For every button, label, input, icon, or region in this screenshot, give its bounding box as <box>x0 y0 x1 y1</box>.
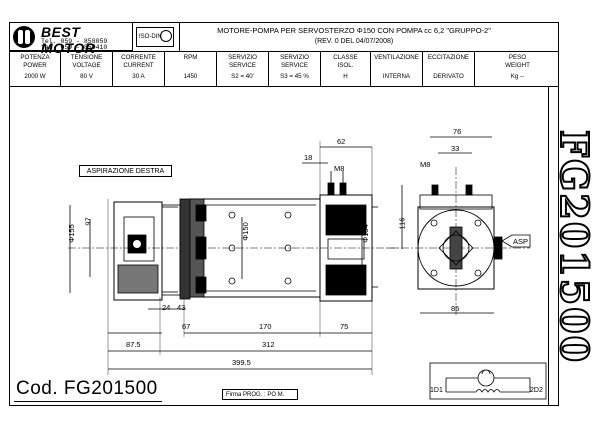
spec-column: CLASSE ISOL. H <box>320 51 370 86</box>
spec-column: POTENZA POWER 2000 W <box>10 51 60 86</box>
spec-column: SERVIZIO SERVICE S3 = 45 % <box>268 51 320 86</box>
spec-header: SERVIZIO SERVICE <box>280 54 309 69</box>
dim-24: 24 <box>162 303 171 312</box>
spec-value: S3 = 45 % <box>280 73 309 80</box>
spec-value: DERIVATO <box>433 73 464 80</box>
brand-name: BEST MOTOR <box>41 24 96 56</box>
contact-info: Tel. 059 - 858059 fax. 059 - 850410 <box>41 38 108 51</box>
dim-d150: Φ150 <box>240 222 250 241</box>
spec-value: S2 = 40' <box>231 73 254 80</box>
dim-170: 170 <box>259 322 272 331</box>
spec-column: SERVIZIO SERVICE S2 = 40' <box>216 51 268 86</box>
spec-value: H <box>343 73 348 80</box>
spec-header: VENTILAZIONE <box>374 54 419 61</box>
tel-line: Tel. 059 - 858059 <box>41 38 108 45</box>
spec-header: SERVIZIO SERVICE <box>228 54 257 69</box>
dim-75: 75 <box>340 322 349 331</box>
spec-value: 30 A <box>132 73 145 80</box>
dim-d154: Φ154 <box>360 224 370 243</box>
title-line-2: (REV. 0 DEL 04/07/2008) <box>314 38 394 45</box>
drawing-title: MOTORE-POMPA PER SERVOSTERZO Φ150 CON PO… <box>184 25 524 47</box>
spec-value: Kg -- <box>510 73 525 80</box>
spec-column: CORRENTE CURRENT 30 A <box>112 51 164 86</box>
spec-header: TENSIONE VOLTAGE <box>70 54 103 69</box>
spec-column: ECCITAZIONE DERIVATO <box>422 51 474 86</box>
spec-header: PESO WEIGHT <box>505 54 530 69</box>
spec-value: 1450 <box>183 73 198 80</box>
terminal-2d2: 2D2 <box>530 387 543 394</box>
spec-column: TENSIONE VOLTAGE 80 V <box>60 51 112 86</box>
best-motor-logo-icon <box>13 26 35 48</box>
dim-97: 97 <box>83 217 93 226</box>
spec-value: 80 V <box>80 73 93 80</box>
dim-62: 62 <box>337 137 346 146</box>
dim-d155: Φ155 <box>66 224 76 243</box>
spec-column: RPM 1450 <box>164 51 216 86</box>
spec-value: 2000 W <box>24 73 46 80</box>
dim-33: 33 <box>451 144 460 153</box>
dim-m8-side: M8 <box>334 164 345 173</box>
dim-m8-front: M8 <box>420 160 431 169</box>
vertical-code: FG201500 <box>551 129 600 410</box>
signature-field: Firma PROG. : PO M. <box>222 389 298 400</box>
dim-312: 312 <box>262 340 275 349</box>
spec-header: ECCITAZIONE <box>427 54 470 61</box>
technical-drawing <box>68 136 547 400</box>
iso-din-badge: ISO-DIN <box>136 27 174 47</box>
spec-column: VENTILAZIONE INTERNA <box>370 51 422 86</box>
projection-symbol-icon <box>160 30 172 42</box>
spec-header: RPM <box>183 54 198 61</box>
dim-76: 76 <box>453 127 462 136</box>
fax-line: fax. 059 - 850410 <box>41 44 108 51</box>
code-underline <box>14 401 162 402</box>
title-line-1: MOTORE-POMPA PER SERVOSTERZO Φ150 CON PO… <box>217 26 491 35</box>
dim-85: 85 <box>451 304 460 313</box>
dim-43: 43 <box>177 303 186 312</box>
aspiration-label: ASPIRAZIONE DESTRA <box>79 165 172 177</box>
vertical-code-text: FG201500 <box>551 129 598 365</box>
drawing-code: Cod. FG201500 <box>16 378 158 399</box>
spec-column: PESO WEIGHT Kg -- <box>474 51 560 86</box>
dim-399-5: 399.5 <box>232 358 251 367</box>
spec-header: POTENZA POWER <box>20 54 50 69</box>
dim-67: 67 <box>182 322 191 331</box>
spec-table: POTENZA POWER 2000 W TENSIONE VOLTAGE 80 V C… <box>10 51 560 86</box>
spec-header: CLASSE ISOL. <box>333 54 358 69</box>
dim-116: 116 <box>397 217 407 230</box>
dim-18: 18 <box>304 153 313 162</box>
asp-tag: ASP <box>513 237 529 246</box>
dim-87-5: 87.5 <box>126 340 141 349</box>
spec-header: CORRENTE CURRENT <box>121 54 156 69</box>
terminal-1d1: 1D1 <box>430 387 443 394</box>
spec-value: INTERNA <box>382 73 411 80</box>
drawing-sheet: BEST MOTOR Tel. 059 - 858059 fax. 059 - … <box>9 22 559 406</box>
logo-box: BEST MOTOR Tel. 059 - 858059 fax. 059 - … <box>10 23 133 56</box>
